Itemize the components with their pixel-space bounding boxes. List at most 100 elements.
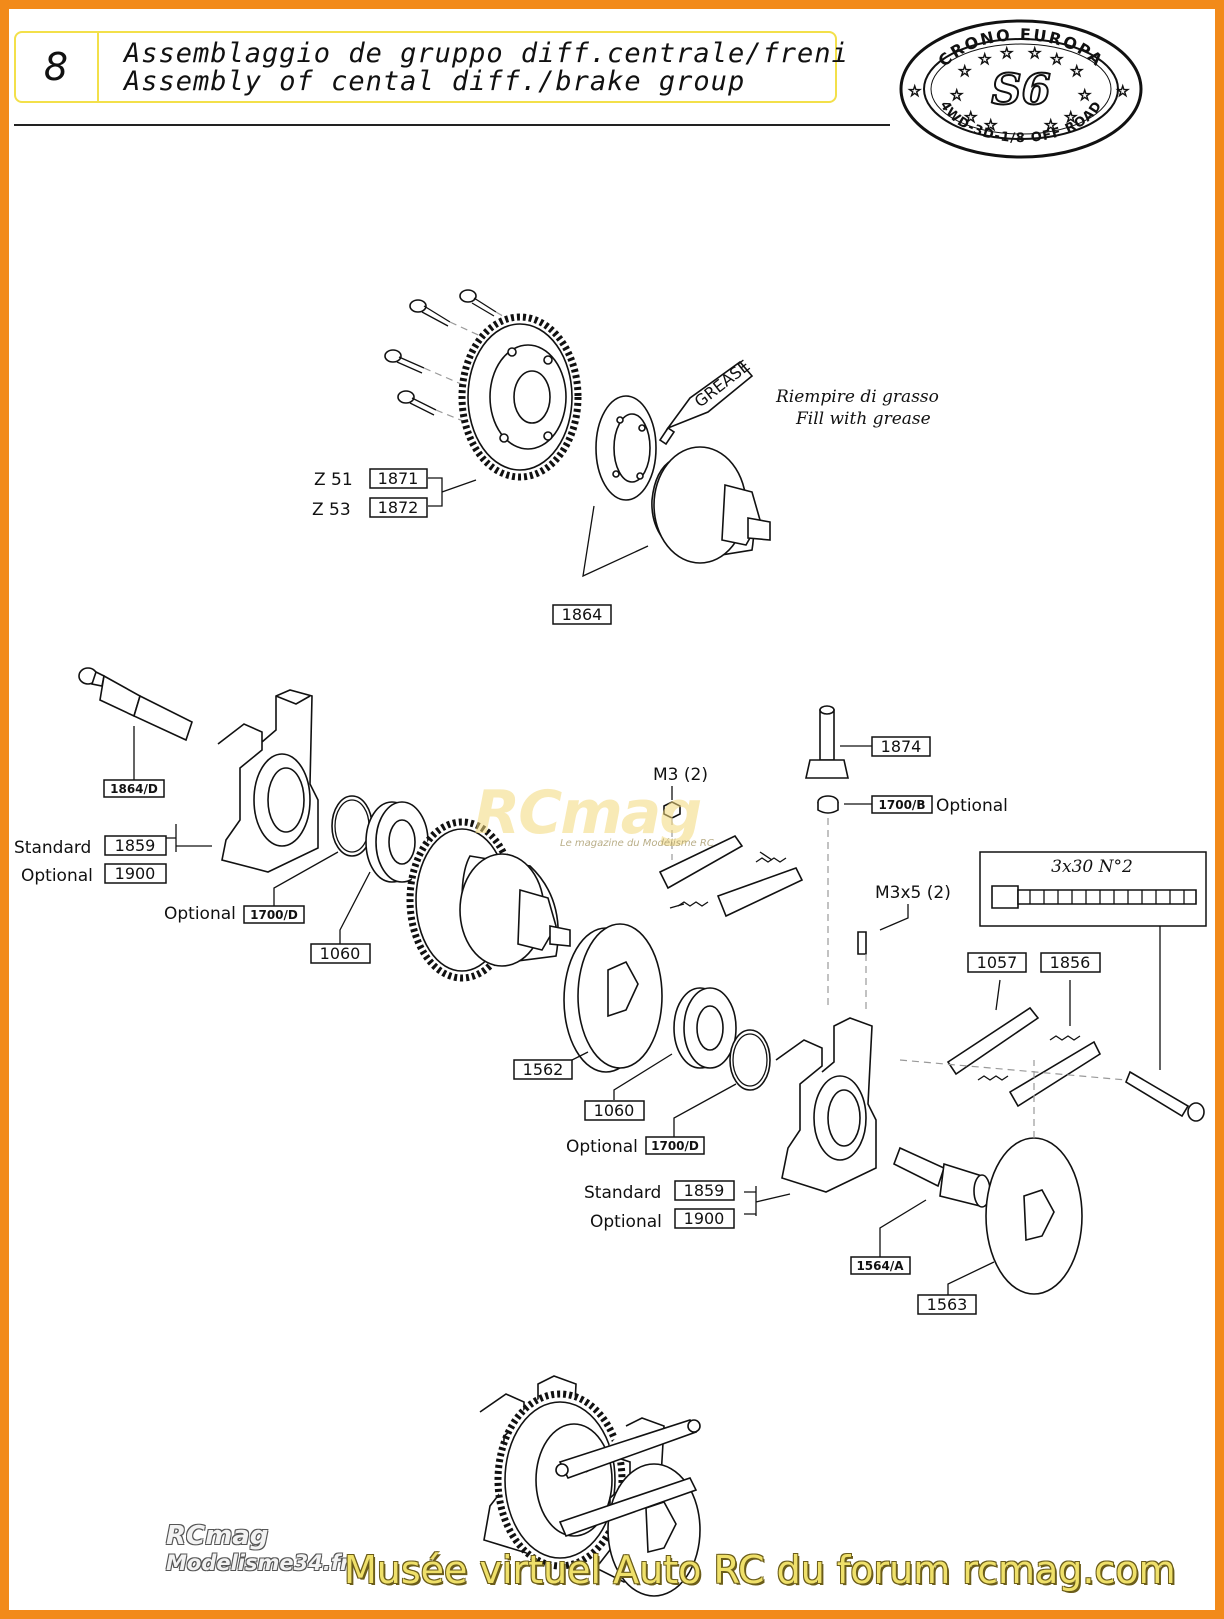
part-number-1864: 1864 [562,605,603,624]
leader-1060-a [339,871,371,944]
part-box-1872 [369,497,428,518]
diff-housing [651,446,771,564]
bearing-left [365,801,429,883]
assembled-view [479,1375,701,1597]
alignment-dashes [671,818,1127,1138]
long-screw-3x30 [1125,1070,1205,1122]
countersunk-screw [409,299,451,327]
callout-1864 [582,505,649,578]
brake-disc-rear [985,1137,1083,1295]
svg-text:☆: ☆ [1064,108,1077,126]
part-box-1060-b [584,1100,645,1121]
svg-text:☆: ☆ [1078,86,1091,104]
leader-1563 [947,1261,995,1296]
part-number-1700d-b: 1700/D [651,1139,699,1153]
screw-3x30-box: 3x30 N°2 [979,851,1207,927]
brake-springs-lower [977,1035,1081,1081]
part-number-1864d: 1864/D [110,782,158,796]
svg-text:☆: ☆ [1050,50,1063,68]
part-number-1060-b: 1060 [594,1101,635,1120]
part-box-1564a [850,1256,911,1275]
leader-1859-1900-a [166,824,212,852]
part-box-1700d-b [645,1136,705,1155]
leader-1859-1900-b [744,1186,791,1216]
output-cup-1864d [78,667,193,742]
center-diff-assembly [406,818,571,982]
brake-springs-upper [677,857,787,907]
brake-pad-upper [658,834,804,918]
part-box-1057 [967,952,1027,973]
part-box-1864 [552,604,612,625]
part-box-1700b [871,795,933,814]
brake-cam-1874 [805,705,849,779]
title-english: Assembly of cental diff./brake group [124,66,746,97]
part-box-1060-a [310,943,371,964]
spur-gear-z51-z53 [458,313,582,481]
output-cup-1564a [892,1146,991,1208]
part-number-1564a: 1564/A [856,1259,904,1273]
part-number-1871: 1871 [378,469,419,488]
part-box-1562 [513,1059,573,1080]
leader-1700d-a [273,851,339,906]
header-frame [14,31,837,103]
logo-center-text: S6 [991,65,1051,114]
part-number-1900-a: 1900 [115,864,156,883]
part-box-1563 [917,1294,977,1315]
label-standard-2: Standard [584,1183,661,1203]
part-number-1700d-a: 1700/D [250,908,298,922]
part-number-1057: 1057 [977,953,1018,972]
svg-text:☆: ☆ [1070,62,1083,80]
label-m3: M3 (2) [653,765,708,785]
part-number-1856: 1856 [1050,953,1091,972]
part-box-1900-b [674,1208,735,1229]
bearing-right [673,987,737,1069]
part-number-1872: 1872 [378,498,419,517]
part-number-1859-b: 1859 [684,1181,725,1200]
label-optional-2: Optional [590,1212,662,1232]
svg-text:☆: ☆ [984,116,997,134]
callout-1871-1872 [428,477,477,507]
leader-1700d-b [673,1083,737,1138]
countersunk-screw [384,349,425,374]
footer-caption: Musée virtuel Auto RC du forum rcmag.com [344,1548,1176,1592]
label-z51: Z 51 [314,470,353,490]
part-box-1859-a [104,835,167,856]
part-number-1562: 1562 [523,1060,564,1079]
footer-brand-rcmag: RCmag [166,1521,269,1551]
grease-note-it: Riempire di grasso [775,387,939,407]
part-number-1060-a: 1060 [320,944,361,963]
part-box-1871 [369,468,428,489]
spur-gear-screws [384,289,541,431]
leader-1564a [879,1199,927,1258]
grease-note-en: Fill with grease [795,409,931,429]
leader-1060-b [613,1053,673,1100]
diff-cover-gasket [595,395,657,501]
countersunk-screw [459,289,497,317]
logo-star-icons: ☆☆☆ ☆☆☆ ☆☆ ☆☆☆☆ ☆☆ [908,44,1130,135]
svg-text:☆: ☆ [958,62,971,80]
label-z53: Z 53 [312,500,351,520]
svg-text:☆: ☆ [1000,44,1013,62]
svg-text:☆: ☆ [964,108,977,126]
part-box-1700d-a [243,905,305,924]
part-number-1859-a: 1859 [115,836,156,855]
part-number-1563: 1563 [927,1295,968,1314]
watermark-rcmag-sub: Le magazine du Modélisme RC [560,838,714,849]
label-optional-1700d-b: Optional [566,1137,638,1157]
crono-europa-logo: CRONO EUROPA 4WD-3D-1/8 OFF ROAD S6 ☆☆☆ … [899,19,1143,159]
o-ring-right [729,1029,771,1091]
part-box-1856 [1040,952,1101,973]
label-optional-1700d-a: Optional [164,904,236,924]
header-divider [97,33,99,101]
grub-screw-m3x5 [857,931,867,955]
label-optional-1: Optional [21,866,93,886]
title-italian: Assemblaggio de gruppo diff.centrale/fre… [124,38,849,69]
grease-tube: GREASE [658,356,754,446]
screw-box-label: 3x30 N°2 [1051,857,1133,877]
label-standard-1: Standard [14,838,91,858]
part-box-1859-b [674,1180,735,1201]
leader-m3x5 [879,904,909,931]
header-rule [14,124,890,126]
